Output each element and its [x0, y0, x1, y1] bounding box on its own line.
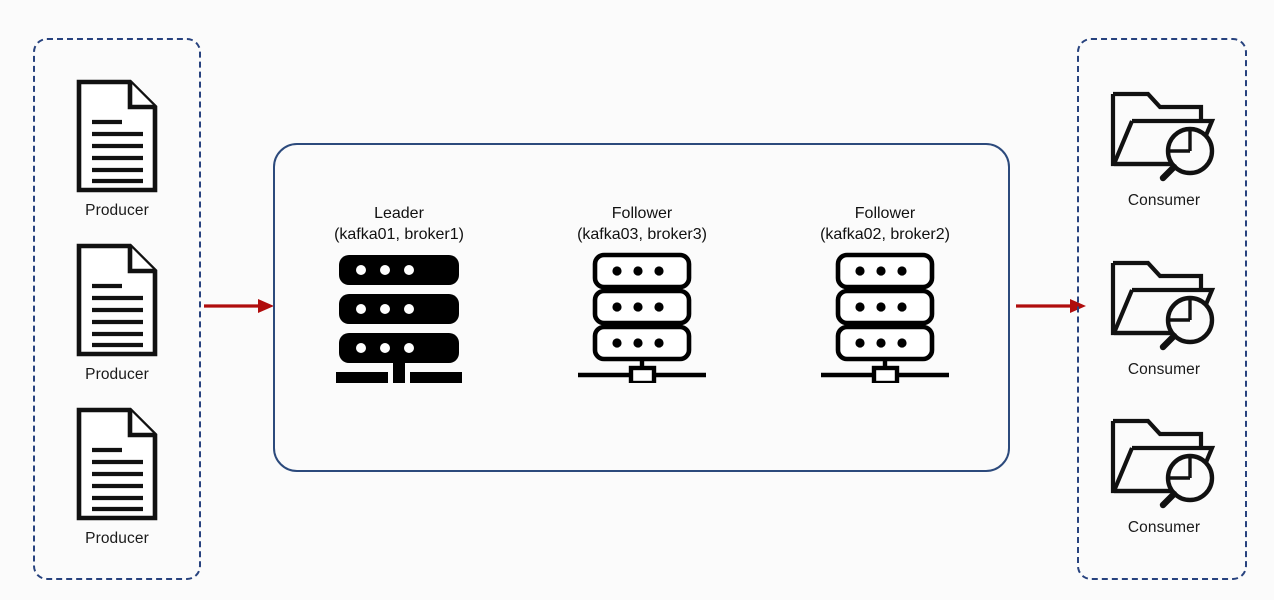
- broker-role-label: Follower: [611, 205, 673, 222]
- producer-label: Producer: [85, 202, 149, 219]
- folder-search-icon: [1080, 415, 1248, 516]
- producer-node[interactable]: Producer: [33, 406, 201, 548]
- consumer-node[interactable]: Consumer: [1080, 88, 1248, 210]
- broker-cluster-panel: [273, 143, 1010, 472]
- producers-to-cluster-arrow: [204, 296, 276, 321]
- consumer-label: Consumer: [1127, 361, 1201, 378]
- broker-node-follower-1[interactable]: Follower (kafka03, broker3): [527, 203, 757, 388]
- server-outline-icon: [770, 251, 1000, 388]
- producer-node[interactable]: Producer: [33, 242, 201, 384]
- broker-role-label: Leader: [374, 205, 424, 222]
- document-icon: [33, 406, 201, 527]
- broker-role-label: Follower: [854, 205, 916, 222]
- server-outline-icon: [527, 251, 757, 388]
- producer-label: Producer: [85, 530, 149, 547]
- broker-detail-label: (kafka01, broker1): [334, 226, 464, 243]
- consumer-node[interactable]: Consumer: [1080, 257, 1248, 379]
- document-icon: [33, 78, 201, 199]
- producer-label: Producer: [85, 366, 149, 383]
- broker-node-leader[interactable]: Leader (kafka01, broker1): [284, 203, 514, 388]
- broker-detail-label: (kafka02, broker2): [820, 226, 950, 243]
- consumers-group-boundary: [1077, 38, 1247, 580]
- consumer-node[interactable]: Consumer: [1080, 415, 1248, 537]
- server-filled-icon: [284, 251, 514, 388]
- folder-search-icon: [1080, 257, 1248, 358]
- producer-node[interactable]: Producer: [33, 78, 201, 220]
- consumer-label: Consumer: [1127, 519, 1201, 536]
- document-icon: [33, 242, 201, 363]
- producers-group-boundary: [33, 38, 201, 580]
- broker-node-follower-2[interactable]: Follower (kafka02, broker2): [770, 203, 1000, 388]
- folder-search-icon: [1080, 88, 1248, 189]
- consumer-label: Consumer: [1127, 192, 1201, 209]
- broker-detail-label: (kafka03, broker3): [577, 226, 707, 243]
